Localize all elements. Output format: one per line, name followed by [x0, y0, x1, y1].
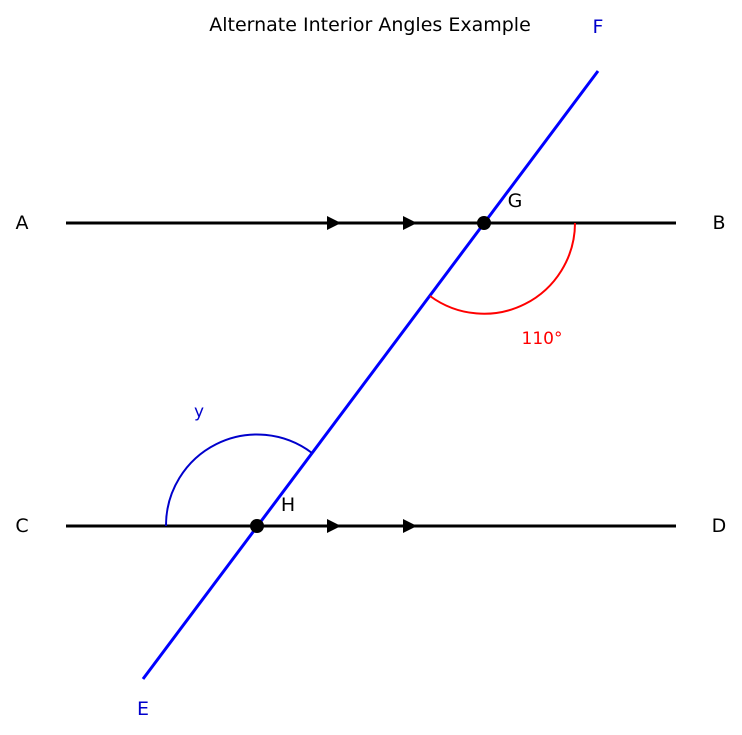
parallel-arrow-cd-1 — [327, 519, 341, 533]
parallel-arrow-ab-2 — [403, 216, 417, 230]
label-f: F — [593, 16, 604, 38]
angle-label-y: y — [194, 402, 204, 422]
diagram-title: Alternate Interior Angles Example — [209, 14, 531, 36]
label-b: B — [712, 212, 725, 234]
point-g — [477, 216, 491, 230]
label-c: C — [15, 515, 28, 537]
label-d: D — [712, 515, 727, 537]
label-e: E — [137, 698, 149, 720]
label-g: G — [508, 190, 523, 212]
transversal-ef — [141, 70, 600, 680]
label-h: H — [281, 494, 295, 516]
angle-arc-110 — [429, 222, 576, 315]
point-h — [250, 519, 264, 533]
parallel-arrow-ab-1 — [327, 216, 341, 230]
angle-label-110: 110° — [522, 329, 563, 349]
label-a: A — [16, 212, 29, 234]
parallel-arrow-cd-2 — [403, 519, 417, 533]
angle-arc-y — [164, 433, 313, 527]
